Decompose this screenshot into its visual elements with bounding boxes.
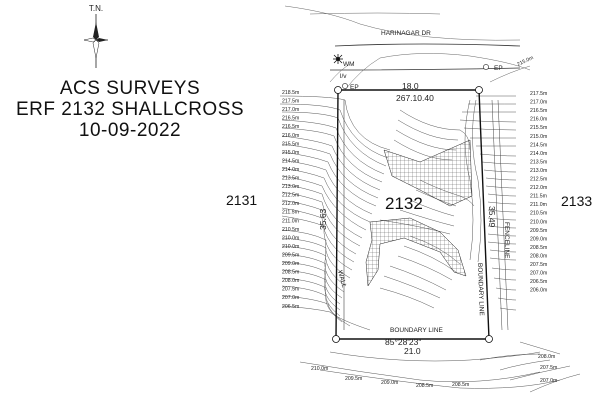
contour-label: 217.5m [282, 99, 299, 105]
contour-label: 216.5m [530, 108, 547, 114]
fenceline-label: FENCELINE [503, 222, 510, 259]
contour-label: 207.5m [530, 262, 547, 268]
bottom-elev-label: 208.0m [538, 354, 555, 360]
contour-label: 212.0m [530, 185, 547, 191]
contour-label: 212.5m [530, 177, 547, 183]
contour-label: 216.5m [282, 116, 299, 122]
contour-label: 211.5m [282, 210, 299, 216]
contour-label: 212.0m [282, 201, 299, 207]
contour-label: 210.5m [530, 211, 547, 217]
contour-label: 214.0m [530, 151, 547, 157]
contour-label: 210.0m [530, 219, 547, 225]
north-arrow-icon [83, 14, 108, 68]
contour-label: 210.0m [282, 235, 299, 241]
wm-icon [333, 54, 343, 64]
contour-label: 211.5m [530, 194, 547, 200]
north-label: T.N. [88, 4, 104, 13]
ep-right-label: EP [494, 65, 503, 72]
contour-label: 209.0m [282, 261, 299, 267]
ep-right-icon [483, 64, 489, 70]
contour-label: 217.5m [530, 91, 547, 97]
contour-labels-left: 218.5m 217.5m 217.0m 216.5m 216.5m 216.0m 215.… [282, 90, 299, 310]
contour-label: 211.0m [530, 202, 547, 208]
lower-contours [299, 341, 581, 393]
boundary-line-bottom-label: BOUNDARY LINE [390, 327, 444, 334]
contour-label: 217.0m [530, 100, 547, 106]
contour-label: 209.5m [282, 252, 299, 258]
contour-label: 216.0m [530, 117, 547, 123]
contour-label: 208.5m [530, 245, 547, 251]
contour-label: 216.5m [282, 124, 299, 130]
bottom-elev-label: 207.0m [540, 378, 557, 384]
bottom-bearing: 85°28'23" [385, 337, 421, 347]
contour-label: 209.0m [530, 236, 547, 242]
left-side-length: 35.63 [318, 208, 328, 230]
contour-label: 213.0m [282, 184, 299, 190]
road [284, 5, 531, 91]
contour-label: 218.5m [282, 90, 299, 96]
contour-label: 215.0m [282, 150, 299, 156]
title-company: ACS SURVEYS [59, 78, 201, 99]
top-bearing: 267.10.40 [396, 93, 434, 103]
contour-label: 215.5m [530, 125, 547, 131]
bottom-elev-label: 207.5m [540, 365, 557, 371]
contour-label: 213.5m [530, 159, 547, 165]
contour-label: 206.5m [530, 279, 547, 285]
bottom-elev-labels: 210.0m 209.5m 209.0m 208.5m 208.5m 208.0m 207.… [311, 354, 557, 389]
road-name: HARINAGAR DR [381, 30, 431, 37]
contour-label: 210.5m [282, 227, 299, 233]
title-erf: ERF 2132 SHALLCROSS [15, 99, 245, 120]
boundary-line-right-label: BOUNDARY LINE [476, 263, 485, 317]
right-side-length: 35.49 [487, 206, 497, 228]
contour-label: 217.0m [282, 107, 299, 113]
contour-label: 206.0m [530, 288, 547, 294]
contour-label: 206.5m [282, 304, 299, 310]
contour-lines [279, 95, 391, 331]
bottom-elev-label: 209.5m [345, 376, 362, 382]
contour-label: 208.0m [530, 253, 547, 259]
ep-left-label: EP [350, 84, 359, 91]
contour-label: 208.5m [282, 270, 299, 276]
erf-main: 2132 [385, 194, 423, 213]
contour-label: 214.5m [282, 158, 299, 164]
contour-label: 216.0m [282, 133, 299, 139]
contour-label: 211.0m [282, 218, 299, 224]
contour-label: 214.5m [530, 142, 547, 148]
top-width: 18.0 [402, 81, 419, 91]
contour-label: 214.0m [282, 167, 299, 173]
bottom-elev-label: 210.0m [311, 366, 328, 372]
road-elev: 215.0m [516, 55, 534, 68]
contour-label: 209.5m [530, 228, 547, 234]
contour-label: 215.5m [282, 141, 299, 147]
embankment-hatch [365, 139, 473, 287]
bottom-elev-label: 208.5m [416, 383, 433, 389]
contour-label: 215.0m [530, 134, 547, 140]
contour-label: 210.0m [282, 244, 299, 250]
contour-label: 208.0m [282, 278, 299, 284]
bottom-elev-label: 209.0m [381, 380, 398, 386]
contour-label: 207.0m [530, 271, 547, 277]
bottom-width: 21.0 [404, 346, 421, 356]
contour-label: 212.5m [282, 193, 299, 199]
contour-label: 207.0m [282, 295, 299, 301]
wm-label: WM [343, 61, 355, 68]
contour-lines-right [459, 95, 517, 311]
ep-left-icon [342, 83, 348, 89]
property-boundary [332, 86, 509, 343]
erf-right: 2133 [561, 193, 593, 209]
contour-label: 207.5m [282, 287, 299, 293]
wall-label: WALL [336, 270, 347, 289]
contour-labels-right: 217.5m 217.0m 216.5m 216.0m 215.5m 215.0m 214.… [530, 91, 547, 294]
lv-label: l/v [340, 73, 347, 80]
contour-label: 213.5m [282, 176, 299, 182]
bottom-elev-label: 208.5m [452, 382, 469, 388]
title-date: 10-09-2022 [78, 120, 182, 141]
erf-left: 2131 [226, 192, 258, 208]
contour-label: 213.0m [530, 168, 547, 174]
